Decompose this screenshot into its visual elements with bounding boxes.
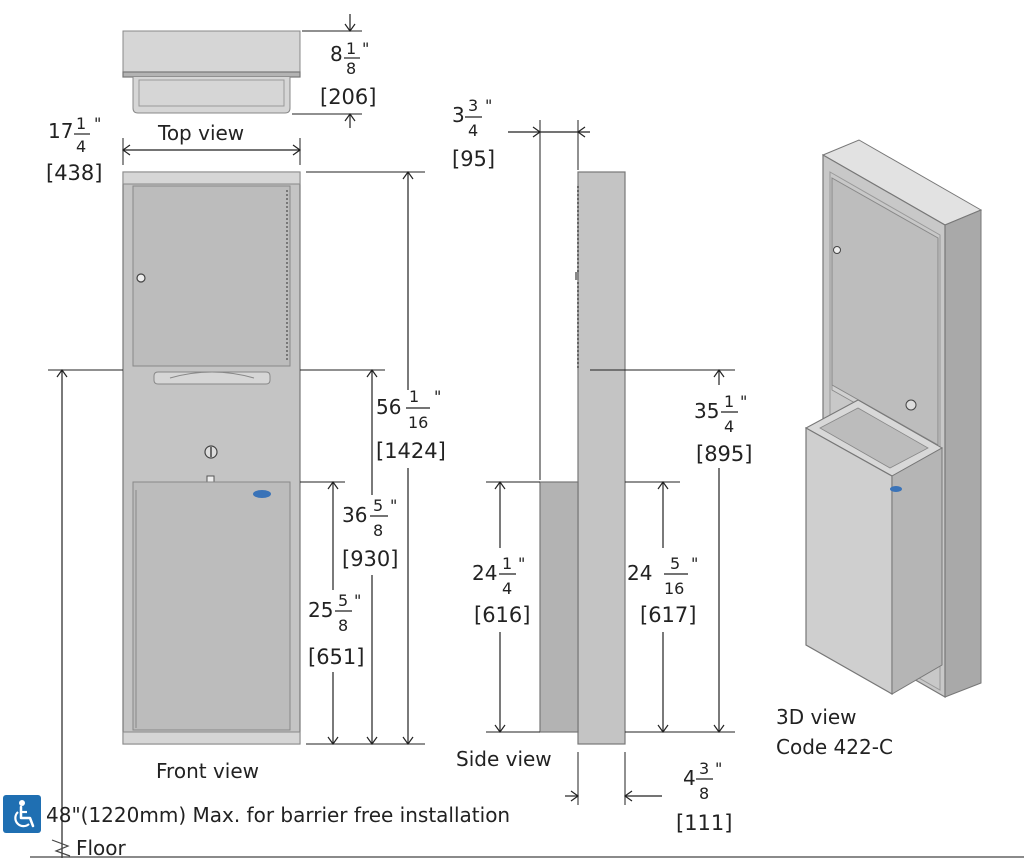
dispenser-h-whole: 36 [342, 503, 367, 527]
top-view-label: Top view [157, 121, 244, 145]
side-upper-whole: 35 [694, 399, 719, 423]
top-depth-mm: [206] [320, 85, 376, 109]
top-depth-den: 8 [346, 59, 356, 78]
barrier-height-line [48, 368, 123, 858]
bottom-depth-den: 8 [699, 784, 709, 803]
waste-front-mm: [651] [308, 645, 364, 669]
width-mm: [438] [46, 161, 102, 185]
floor-label: Floor [76, 836, 127, 860]
waste-front-whole: 25 [308, 598, 333, 622]
top-view-drawing [122, 30, 301, 114]
side-depth-whole: 3 [452, 103, 465, 127]
front-view-drawing [122, 171, 301, 745]
side-waste-r-mm: [617] [640, 603, 696, 627]
dispenser-h-unit: " [390, 496, 397, 515]
side-view-drawing [539, 171, 626, 745]
side-upper-unit: " [740, 392, 747, 411]
waste-front-num: 5 [338, 591, 348, 610]
front-dimension-lines [300, 170, 425, 746]
dispenser-h-num: 5 [373, 496, 383, 515]
total-height-num: 1 [409, 387, 419, 406]
side-waste-r-den: 16 [664, 579, 684, 598]
floor-line [30, 839, 1024, 858]
width-whole: 17 [48, 119, 73, 143]
total-height-den: 16 [408, 413, 428, 432]
total-height-unit: " [434, 387, 441, 406]
side-depth-den: 4 [468, 121, 478, 140]
side-view-label: Side view [456, 747, 552, 771]
side-waste-r-num: 5 [670, 554, 680, 573]
side-upper-num: 1 [724, 392, 734, 411]
side-depth-mm: [95] [452, 147, 495, 171]
side-waste-l-den: 4 [502, 579, 512, 598]
3d-view-drawing [804, 139, 983, 699]
bottom-depth-num: 3 [699, 759, 709, 778]
dispenser-h-mm: [930] [342, 547, 398, 571]
side-waste-l-whole: 24 [472, 561, 497, 585]
front-view-label: Front view [156, 759, 259, 783]
bottom-depth-unit: " [715, 759, 722, 778]
side-waste-l-unit: " [518, 554, 525, 573]
barrier-free-note: 48"(1220mm) Max. for barrier free instal… [46, 803, 510, 827]
top-depth-num: 1 [346, 39, 356, 58]
side-waste-r-unit: " [691, 554, 698, 573]
side-upper-mm: [895] [696, 442, 752, 466]
top-depth-unit: " [362, 39, 369, 58]
side-depth-unit: " [485, 96, 492, 115]
width-unit: " [94, 114, 101, 133]
model-code: Code 422-C [776, 735, 893, 759]
wheelchair-icon [3, 795, 41, 833]
bottom-depth-whole: 4 [683, 766, 696, 790]
dispenser-h-den: 8 [373, 521, 383, 540]
side-upper-den: 4 [724, 417, 734, 436]
side-depth-num: 3 [468, 96, 478, 115]
side-dimension-lines [486, 120, 735, 805]
width-num: 1 [76, 114, 86, 133]
total-height-mm: [1424] [376, 439, 446, 463]
waste-front-unit: " [354, 591, 361, 610]
top-depth-whole: 8 [330, 42, 343, 66]
top-depth-dimension [292, 14, 362, 128]
width-den: 4 [76, 137, 86, 156]
bottom-depth-mm: [111] [676, 811, 732, 835]
3d-view-label: 3D view [776, 705, 857, 729]
total-height-whole: 56 [376, 395, 401, 419]
side-waste-l-mm: [616] [474, 603, 530, 627]
waste-front-den: 8 [338, 616, 348, 635]
side-waste-r-whole: 24 [627, 561, 652, 585]
side-waste-l-num: 1 [502, 554, 512, 573]
width-dimension [121, 138, 302, 165]
